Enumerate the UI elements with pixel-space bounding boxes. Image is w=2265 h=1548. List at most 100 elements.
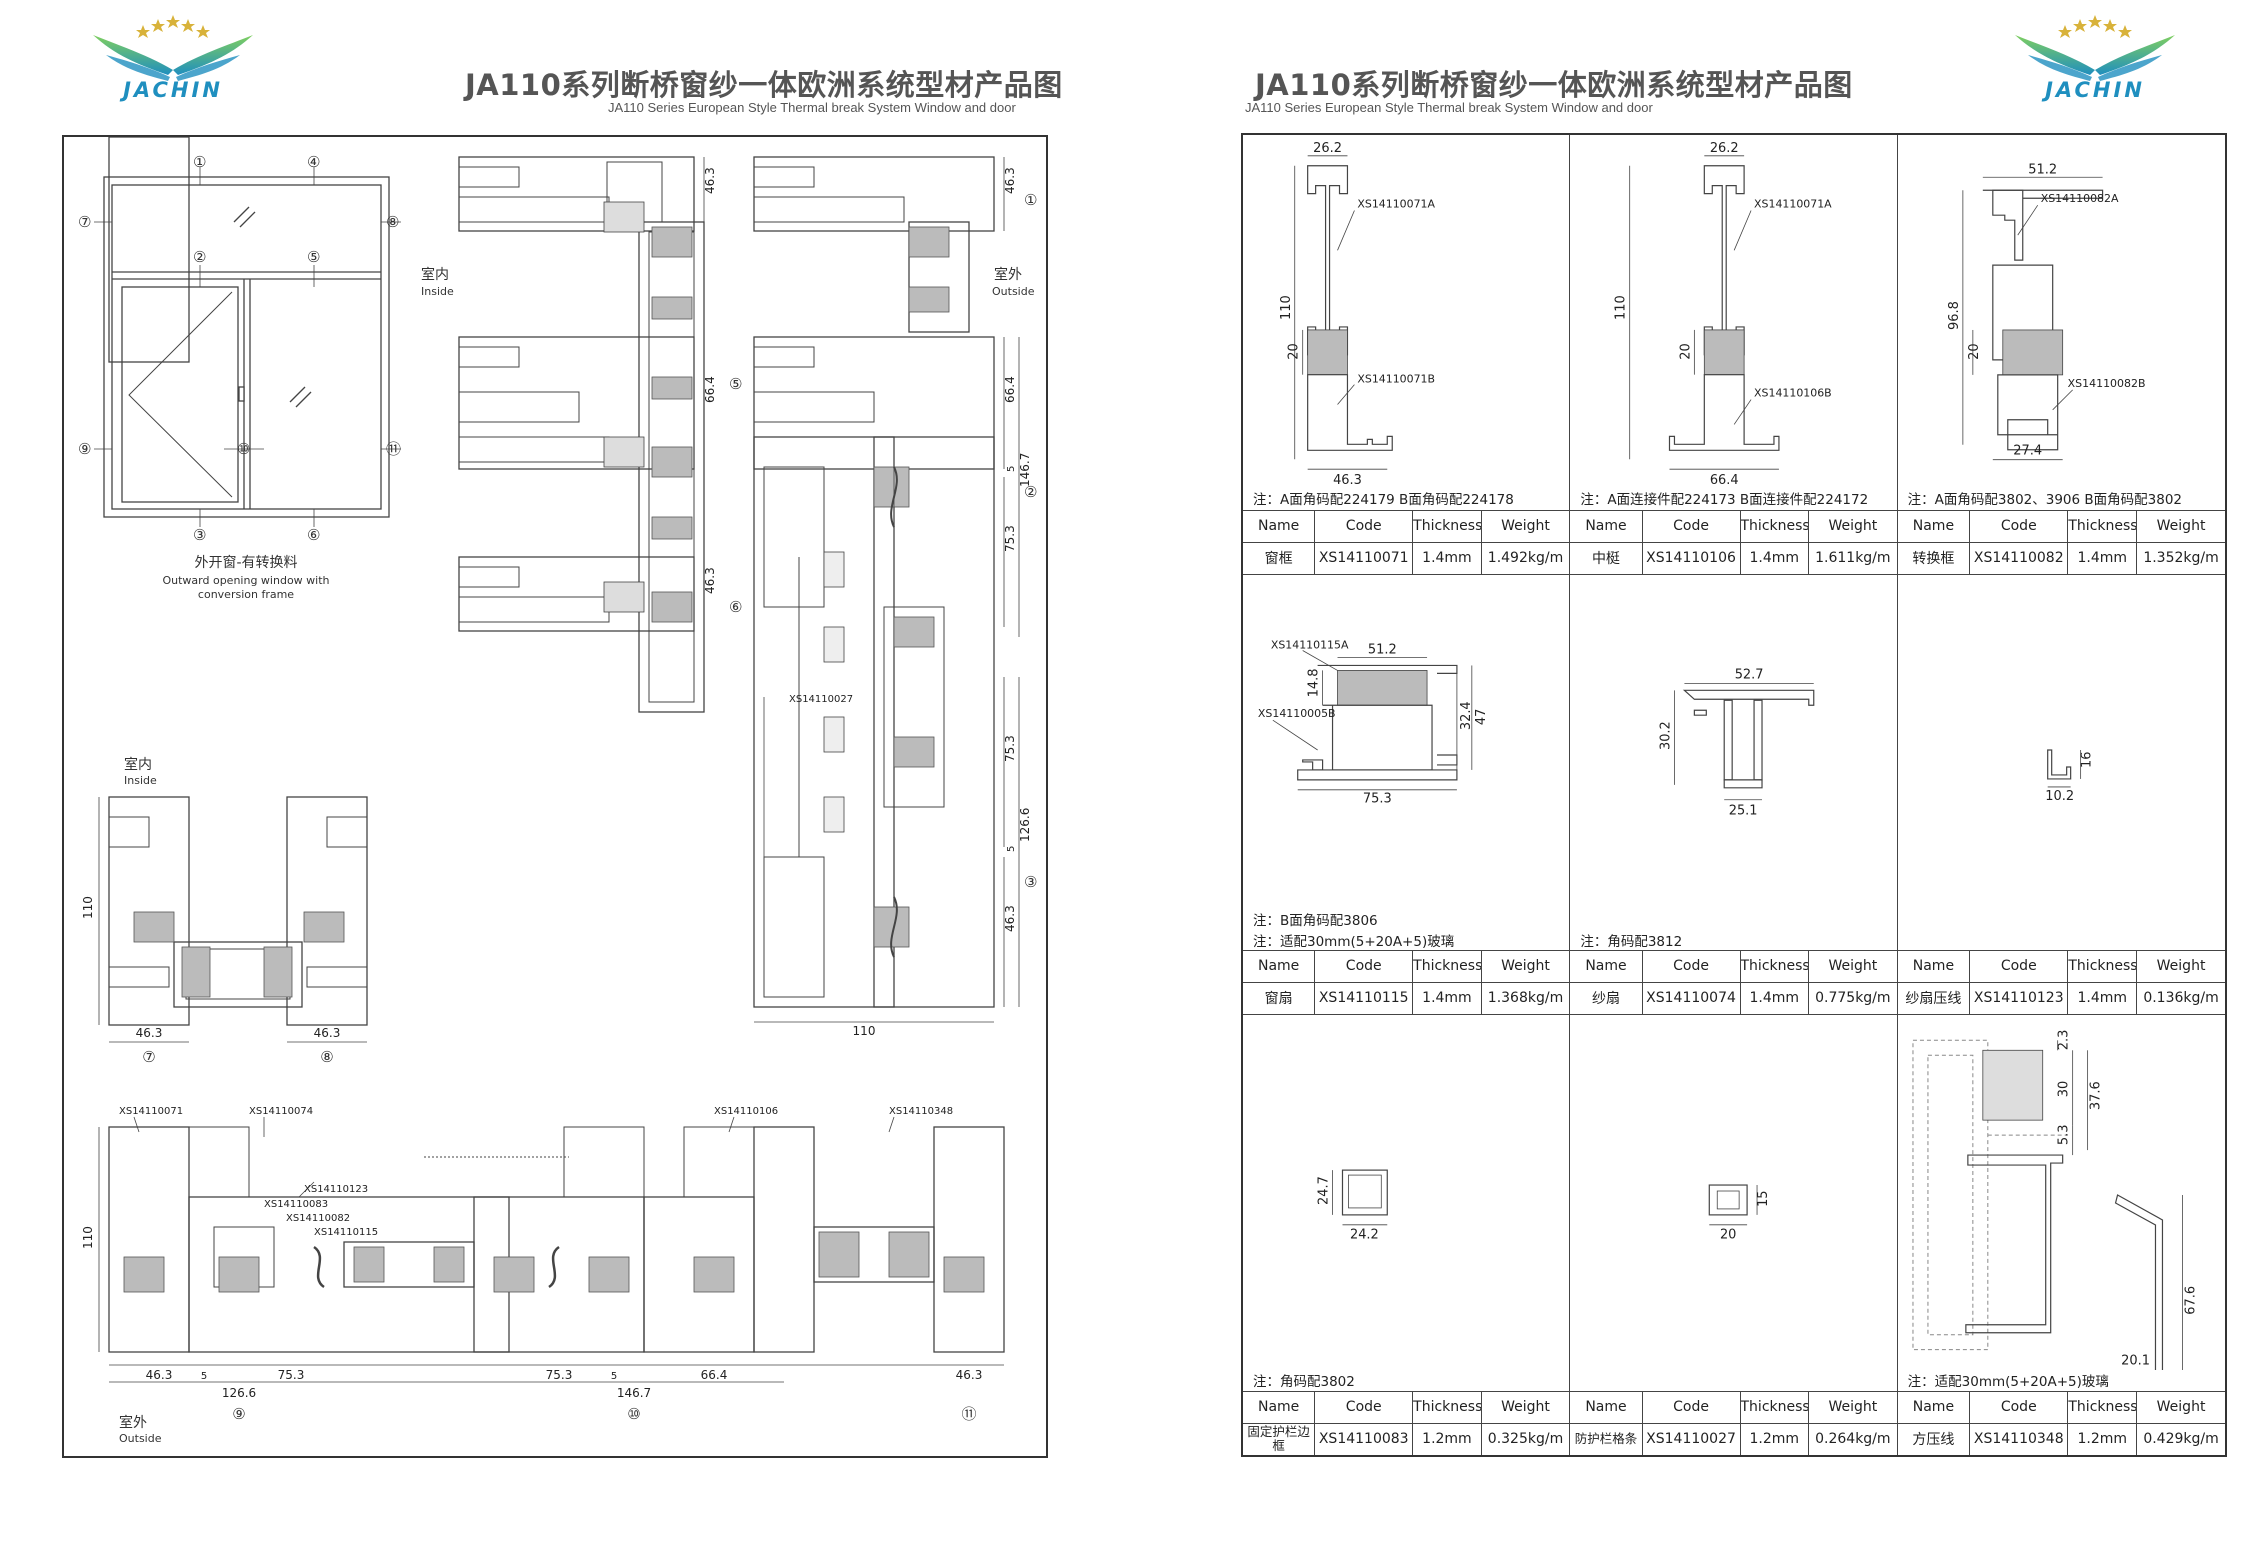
vertical-section-left-column	[458, 156, 705, 713]
dim-46-3-c: 46.3	[1003, 167, 1017, 194]
code-XS14110027: XS14110027	[789, 694, 853, 705]
marker-10-section: ⑩	[627, 1405, 640, 1423]
profile-drawing: 24.7 24.2	[1317, 1169, 1388, 1243]
dim-label: 110	[1279, 295, 1294, 320]
dim-label: 15	[1756, 1190, 1771, 1206]
dim-66-4-a: 66.4	[703, 376, 717, 403]
card-note: 注：角码配3802	[1253, 1374, 1355, 1390]
left-title-zh: JA110系列断桥窗纱一体欧洲系统型材产品图	[465, 68, 1063, 102]
profile-code: XS14110074	[1642, 981, 1741, 1014]
profile-code: XS14110106	[1642, 541, 1741, 574]
dim-label: 110	[1614, 295, 1629, 320]
code-label: XS14110071A	[1357, 198, 1435, 211]
marker-1: ①	[193, 153, 206, 171]
marker-2-section: ②	[1024, 483, 1037, 501]
profile-weight: 1.368kg/m	[1481, 981, 1570, 1014]
profile-name: 窗扇	[1243, 981, 1316, 1014]
profile-thickness: 1.4mm	[1412, 541, 1482, 574]
profile-weight: 0.325kg/m	[1481, 1422, 1570, 1455]
dim-label: 37.6	[2088, 1081, 2103, 1110]
profile-weight: 1.492kg/m	[1481, 541, 1570, 574]
dim-110-bottom: 110	[853, 1024, 876, 1038]
dim-75-3-d: 75.3	[546, 1368, 573, 1382]
brand-name: JACHIN	[123, 78, 223, 102]
dim-label: 51.2	[1368, 643, 1397, 658]
dim-75-3-b: 75.3	[1003, 735, 1017, 762]
card-note: 注：A面角码配3802、3906 B面角码配3802	[1907, 492, 2183, 508]
profile-name: 中梃	[1570, 541, 1643, 574]
card-note: 注：A面角码配224179 B面角码配224178	[1253, 492, 1514, 508]
dim-46-3-b: 46.3	[703, 567, 717, 594]
dim-label: 27.4	[2013, 444, 2042, 459]
vertical-section-right-column	[753, 156, 995, 1008]
profile-name: 固定护栏边框	[1243, 1422, 1316, 1455]
dim-label: 2.3	[2056, 1030, 2071, 1051]
dim-46-3-e: 46.3	[136, 1026, 163, 1040]
profile-thickness: 1.4mm	[1740, 981, 1810, 1014]
card-note: 注：角码配3812	[1580, 934, 1683, 950]
dim-label: 52.7	[1735, 667, 1764, 682]
dim-126-6-b: 126.6	[222, 1386, 256, 1400]
card-note: 注：适配30mm(5+20A+5)玻璃	[1907, 1374, 2109, 1390]
dim-66-4-b: 66.4	[1003, 376, 1017, 403]
profile-weight: 0.136kg/m	[2136, 981, 2225, 1014]
profile-weight: 0.264kg/m	[1808, 1422, 1897, 1455]
profile-drawing: 52.7 30.2 25.1	[1659, 667, 1815, 819]
brand-logo-right: JACHIN	[2010, 15, 2180, 105]
code-XS14110348: XS14110348	[889, 1106, 953, 1117]
elevation-caption-zh: 外开窗-有转换料	[194, 554, 297, 571]
outside-zh-2: 室外	[119, 1414, 147, 1431]
profile-weight: 0.429kg/m	[2136, 1422, 2225, 1455]
dim-5-c: 5	[201, 1371, 207, 1382]
dim-label: 25.1	[1729, 804, 1758, 819]
dim-46-3-h: 46.3	[956, 1368, 983, 1382]
marker-1-section: ①	[1024, 191, 1037, 209]
inside-zh: 室内	[421, 266, 449, 283]
inside-zh-2: 室内	[124, 756, 152, 773]
technical-drawings: ① ④ ⑦ ⑧ ② ⑤ ⑨ ⑩ ⑪ ③ ⑥ 外开窗-有转换料 Outward o…	[78, 137, 1037, 1445]
left-title-en: JA110 Series European Style Thermal brea…	[608, 100, 1016, 115]
profile-thickness: 1.2mm	[1412, 1422, 1482, 1455]
profile-code: XS14110123	[1969, 981, 2069, 1014]
profile-weight: 1.352kg/m	[2136, 541, 2225, 574]
dim-label: 30.2	[1659, 721, 1674, 750]
dim-label: 20	[1679, 343, 1694, 359]
dim-label: 14.8	[1307, 669, 1322, 698]
marker-7: ⑦	[78, 213, 91, 231]
outside-zh: 室外	[994, 266, 1022, 283]
profile-card-square-bead: 2.3 30 37.6 5.3 67.6 20.1 注：适配30mm(5+20A…	[1897, 1015, 2225, 1455]
dim-126-6-a: 126.6	[1018, 808, 1032, 842]
profile-thickness: 1.4mm	[2067, 541, 2138, 574]
dim-label: 20	[1966, 343, 1981, 360]
marker-9-section: ⑨	[232, 1405, 245, 1423]
code-XS14110071: XS14110071	[119, 1106, 183, 1117]
card-note: 注：A面连接件配224173 B面连接件配224172	[1580, 492, 1869, 508]
marker-3: ③	[193, 526, 206, 544]
marker-3-section: ③	[1024, 873, 1037, 891]
dim-label: 46.3	[1333, 473, 1362, 488]
outside-en: Outside	[992, 285, 1035, 298]
marker-6: ⑥	[307, 526, 320, 544]
dim-label: 67.6	[2183, 1286, 2198, 1315]
dim-label: 5.3	[2056, 1124, 2071, 1145]
right-title-en: JA110 Series European Style Thermal brea…	[1245, 100, 1653, 115]
profile-drawing: 26.2 XS14110071A 110 20 XS14110071B 46.3	[1279, 141, 1436, 488]
code-label: XS14110082B	[2067, 377, 2145, 390]
code-label: XS14110071B	[1357, 373, 1435, 386]
wings-icon	[2015, 15, 2175, 81]
code-label: XS14110115A	[1271, 639, 1349, 652]
elevation-caption-en-1: Outward opening window with	[162, 574, 329, 587]
horizontal-section	[98, 137, 1005, 1383]
profile-name: 方压线	[1897, 1422, 1971, 1455]
dim-label: 20	[1720, 1228, 1736, 1243]
profile-thickness: 1.4mm	[1412, 981, 1482, 1014]
profile-code: XS14110071	[1314, 541, 1414, 574]
code-label: XS14110005B	[1258, 707, 1336, 720]
dim-46-3-f: 46.3	[314, 1026, 341, 1040]
